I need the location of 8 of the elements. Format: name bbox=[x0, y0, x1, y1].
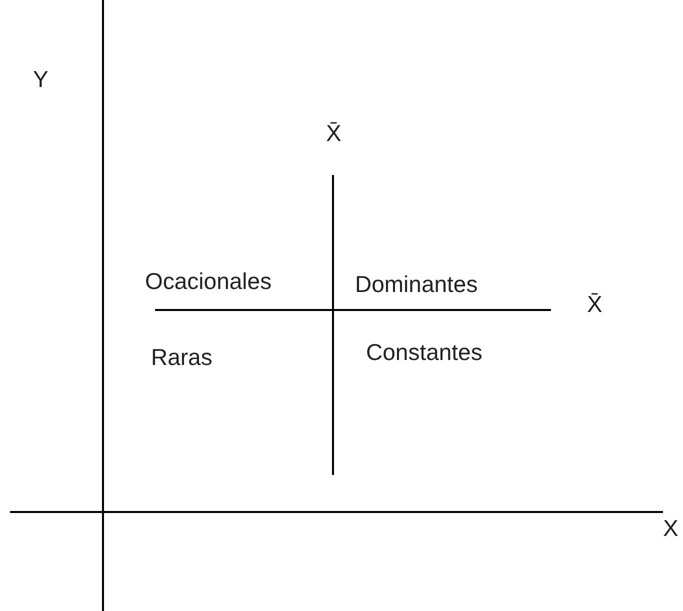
axis-label: X bbox=[663, 517, 678, 540]
mean-label: X̄ bbox=[587, 293, 602, 316]
quadrant-label: Raras bbox=[151, 346, 212, 369]
quadrant-label: Dominantes bbox=[355, 273, 478, 296]
quadrant-label: Ocacionales bbox=[145, 270, 272, 293]
quadrant-label: Constantes bbox=[366, 341, 482, 364]
axis-label: Y bbox=[33, 68, 48, 91]
mean-label: X̄ bbox=[326, 122, 342, 145]
